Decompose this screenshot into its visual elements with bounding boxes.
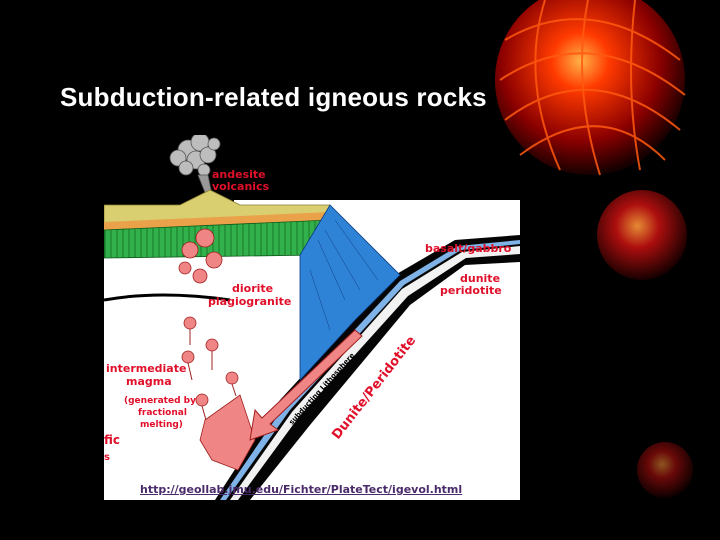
magma-label: magma [126,375,172,388]
s-fragment-label: s [104,452,110,463]
generated-by-label: (generated by [124,396,196,406]
fractional-label: fractional [138,408,187,418]
intermediate-label: intermediate [106,362,186,375]
volcanics-label: volcanics [212,180,270,193]
source-link[interactable]: http://geollab.jmu.edu/Fichter/PlateTect… [140,483,463,496]
slide-title: Subduction-related igneous rocks [60,82,487,112]
subduction-arrow [249,329,363,441]
basalt-gabbro-label: basalt/gabbro [425,242,512,255]
ash-plume [169,135,221,196]
fic-fragment-label: fic [104,433,120,447]
small-ornament-sphere [597,190,687,280]
bottom-ornament-sphere [637,442,693,498]
subducting-slab [215,235,520,500]
peridotite-label: peridotite [440,284,502,297]
large-ornament-sphere [495,0,686,176]
andesite-label: andesite [212,168,266,181]
diorite-label: diorite [232,282,273,295]
dunite-label: dunite [460,272,500,285]
plagiogranite-label: plagiogranite [208,295,291,308]
melting-label: melting) [140,420,183,430]
mantle-wedge [299,204,401,382]
